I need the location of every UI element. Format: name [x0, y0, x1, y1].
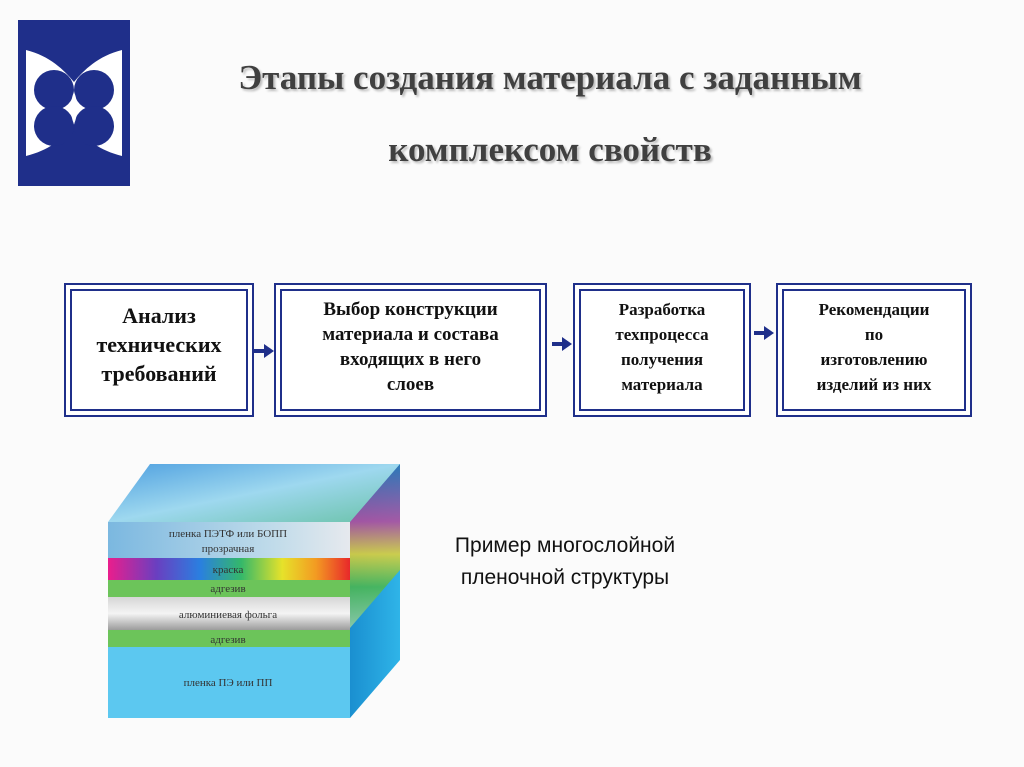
step-process-development-label: Разработка техпроцесса получения материа…: [615, 300, 709, 394]
arrow-right-icon: [552, 337, 572, 351]
step-analysis-label: Анализ технических требований: [96, 303, 222, 386]
step-recommendations-label: Рекомендации по изготовлению изделий из …: [816, 300, 932, 394]
layer-pe-label: пленка ПЭ или ПП: [184, 677, 273, 689]
step-recommendations: Рекомендации по изготовлению изделий из …: [776, 283, 972, 417]
layer-adhesive-label: адгезив: [210, 634, 245, 646]
layer-pet-label-2: прозрачная: [202, 543, 255, 555]
arrow-right-icon: [754, 326, 774, 340]
step-design-selection-label: Выбор конструкции материала и состава вх…: [322, 299, 499, 395]
step-design-selection: Выбор конструкции материала и состава вх…: [274, 283, 547, 417]
layer-foil-label: алюминиевая фольга: [179, 609, 277, 621]
page-title-line-1: Этапы создания материала с заданным: [238, 58, 862, 97]
multilayer-film-diagram: пленка ПЭТФ или БОПП прозрачная краска а…: [108, 464, 400, 718]
layer-pet-label: пленка ПЭТФ или БОПП: [169, 528, 287, 540]
page-title-line-2: комплексом свойств: [388, 130, 712, 169]
layer-ink-label: краска: [213, 564, 244, 576]
layer-adhesive-label: адгезив: [210, 583, 245, 595]
step-process-development: Разработка техпроцесса получения материа…: [573, 283, 751, 417]
diagram-caption: Пример многослойной пленочной структуры: [454, 534, 676, 589]
university-logo-icon: [18, 20, 130, 186]
arrow-right-icon: [254, 344, 274, 358]
step-analysis: Анализ технических требований: [64, 283, 254, 417]
